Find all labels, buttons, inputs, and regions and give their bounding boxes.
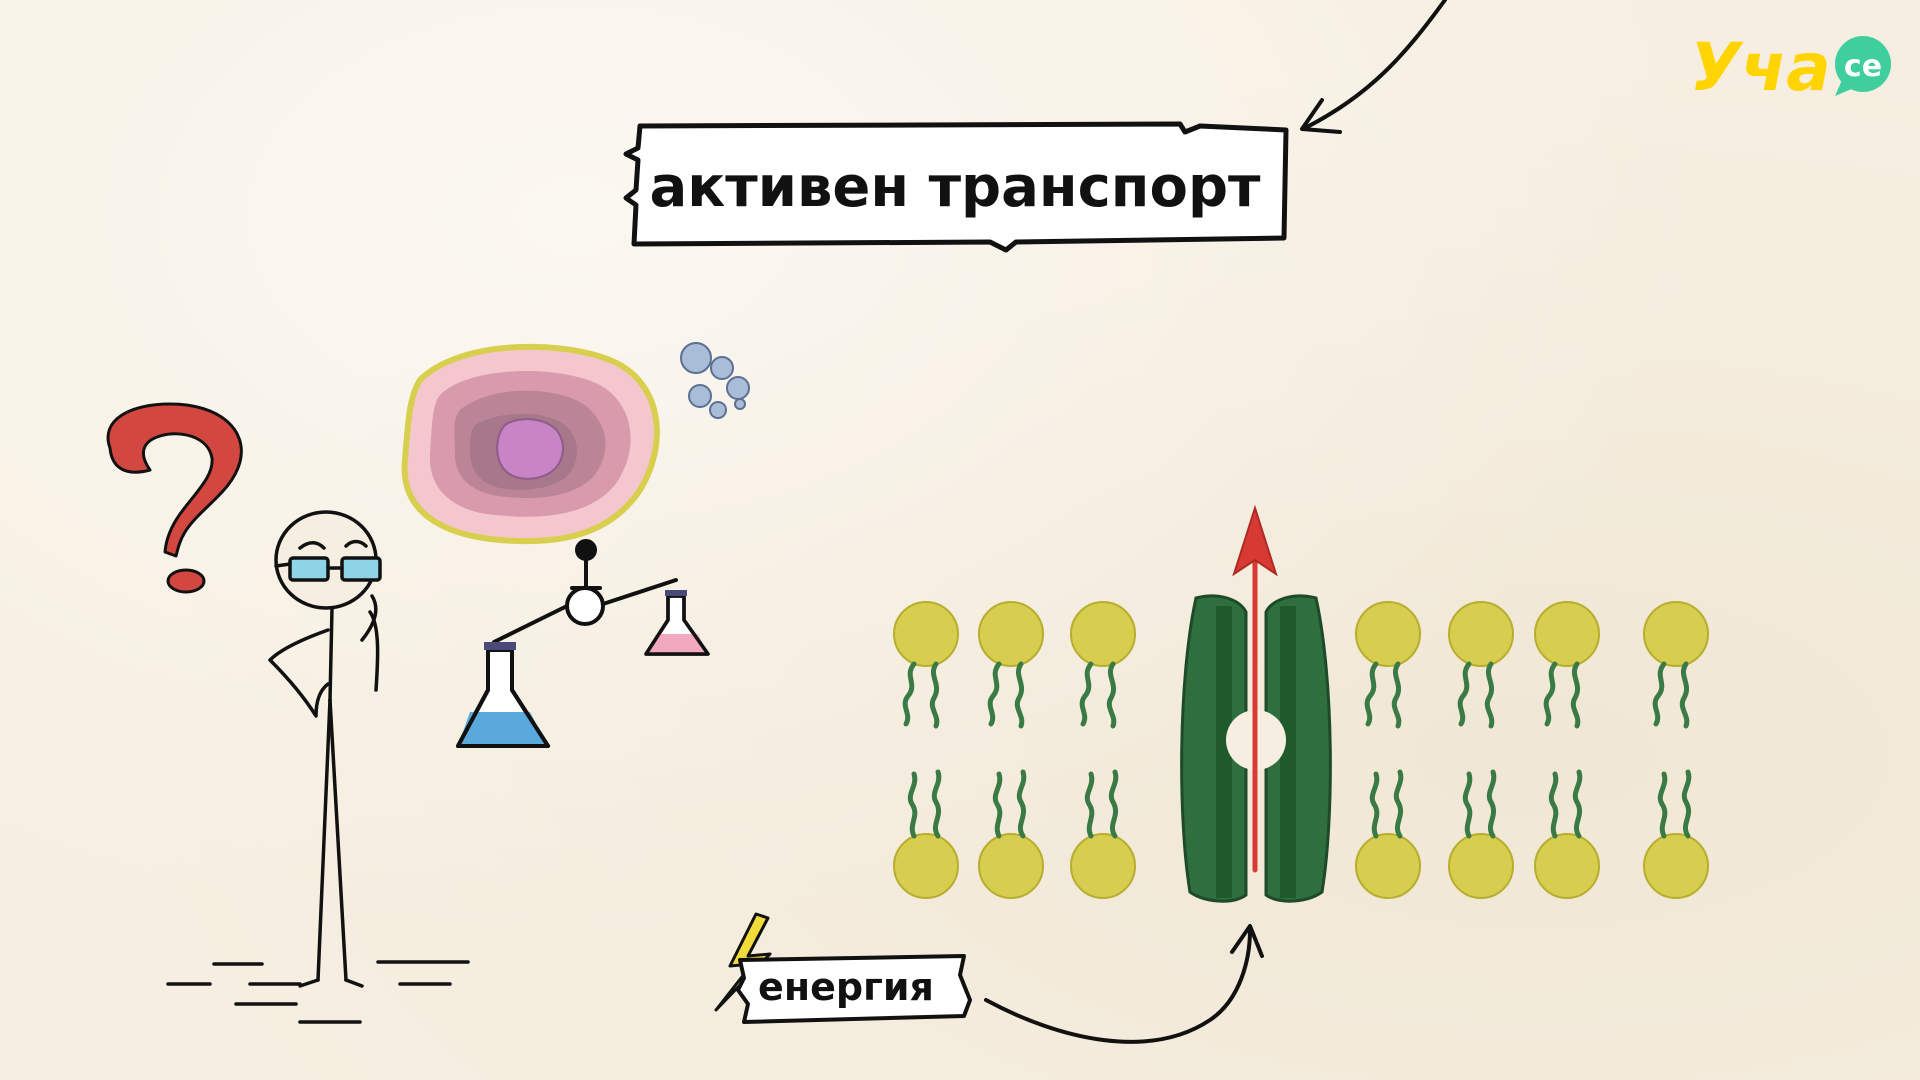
membrane-top-tails — [902, 661, 1690, 729]
brand-logo: Уча се — [1690, 29, 1891, 106]
transport-arrow — [1232, 504, 1278, 873]
energy-banner: енергия — [736, 954, 972, 1024]
title-arrow — [1300, 0, 1447, 134]
energy-arrow — [984, 924, 1264, 1044]
blue-flask-icon — [456, 642, 550, 748]
membrane-bottom-row — [893, 833, 1709, 899]
logo-text: Уча — [1690, 29, 1831, 106]
cell-illustration — [401, 343, 660, 545]
question-mark-icon — [106, 402, 243, 594]
logo-badge: се — [1844, 49, 1882, 84]
balance-scale — [492, 539, 678, 644]
title-banner: активен транспорт — [623, 121, 1289, 253]
membrane-top-row — [893, 601, 1709, 667]
membrane-bottom-tails — [907, 769, 1692, 839]
pink-flask-icon — [644, 590, 710, 656]
transport-protein — [1180, 594, 1332, 903]
title-label: активен транспорт — [649, 155, 1261, 220]
bubbles-icon — [680, 342, 750, 419]
scientist-figure — [166, 510, 470, 1024]
energy-label: енергия — [758, 965, 934, 1009]
